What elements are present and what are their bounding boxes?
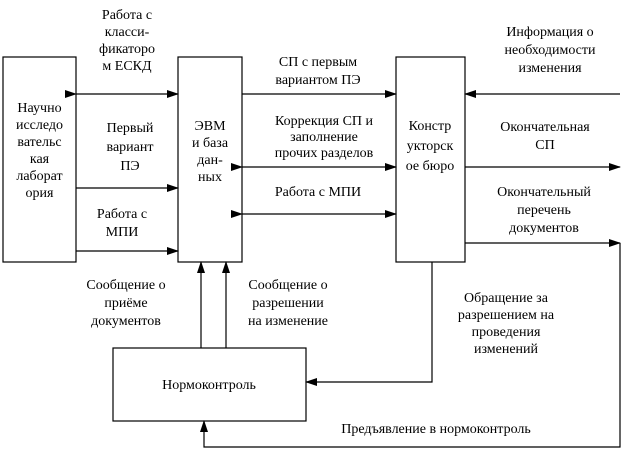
text-line: ое бюро: [406, 159, 454, 174]
text-line: вариант: [107, 140, 154, 155]
text-line: проведения: [472, 325, 541, 340]
text-line: разрешением на: [458, 308, 555, 323]
text-line: Обращение за: [464, 291, 549, 306]
text-line: лаборат: [16, 169, 62, 184]
text-line: Научно: [17, 101, 61, 116]
edge-label-evm-kb-mpi: Работа с МПИ: [275, 185, 361, 200]
node-kb-box: [395, 56, 466, 263]
text-line: прочих разделов: [275, 146, 374, 161]
node-lab-label: Научно исследо вательс кая лаборат ория: [16, 101, 63, 201]
text-line: документов: [91, 314, 161, 329]
text-line: Нормоконтроль: [162, 378, 256, 393]
text-line: Окончательный: [497, 185, 591, 200]
edge-label-evm-kb-sp-first: СП с первым вариантом ПЭ: [275, 55, 360, 88]
text-line: изменений: [474, 342, 539, 357]
node-kb-label: Констр укторск ое бюро: [406, 119, 454, 174]
text-line: Работа с: [102, 8, 152, 23]
text-line: приёме: [104, 296, 147, 311]
text-line: Предъявление в нормоконтроль: [341, 422, 531, 437]
text-line: на изменение: [248, 314, 328, 329]
edge-label-kb-nk-request: Обращение за разрешением на проведения изме…: [458, 291, 555, 357]
text-line: м ЕСКД: [102, 59, 152, 74]
text-line: вариантом ПЭ: [275, 73, 360, 88]
text-line: ных: [198, 170, 222, 185]
text-line: вательс: [17, 135, 61, 150]
text-line: исследо: [16, 118, 63, 133]
edge-label-lab-evm-mpi: Работа с МПИ: [97, 207, 147, 240]
node-nk-box: [112, 347, 307, 422]
text-line: ПЭ: [120, 159, 139, 174]
text-line: дан-: [197, 153, 223, 168]
text-line: Сообщение о: [86, 278, 165, 293]
edge-label-kb-out-final-list: Окончательный перечень документов: [497, 185, 591, 236]
text-line: заполнение: [290, 130, 358, 145]
node-lab-box: [2, 56, 77, 263]
edge-label-in-nk-submission: Предъявление в нормоконтроль: [341, 422, 531, 437]
text-line: необходимости: [504, 43, 596, 58]
edge-label-in-kb-info: Информация о необходимости изменения: [504, 25, 596, 76]
text-line: Сообщение о: [248, 278, 327, 293]
text-line: Информация о: [506, 25, 593, 40]
text-line: перечень: [517, 203, 571, 218]
node-evm-label: ЭВМ и база дан-ных: [192, 119, 229, 185]
text-line: фикаторо: [99, 42, 155, 57]
edge-label-nk-evm-permission: Сообщение о разрешении на изменение: [248, 278, 328, 329]
text-line: Работа с МПИ: [275, 185, 361, 200]
text-line: кая: [30, 152, 50, 167]
text-line: изменения: [518, 61, 582, 76]
text-line: укторск: [407, 139, 454, 154]
text-line: Работа с: [97, 207, 147, 222]
text-line: Констр: [409, 119, 452, 134]
text-line: ЭВМ: [194, 119, 226, 134]
text-line: ория: [26, 186, 54, 201]
text-line: Окончательная: [500, 120, 590, 135]
text-line: МПИ: [106, 225, 139, 240]
text-line: Первый: [107, 121, 154, 136]
text-line: Коррекция СП и: [275, 114, 374, 129]
edge-label-nk-evm-receipt: Сообщение о приёме документов: [86, 278, 165, 329]
text-line: СП с первым: [279, 55, 357, 70]
text-line: СП: [535, 138, 554, 153]
text-line: разрешении: [252, 296, 324, 311]
edge-label-lab-evm-classifier: Работа с класси-фикаторо м ЕСКД: [99, 8, 155, 74]
text-line: документов: [509, 221, 579, 236]
text-line: и база: [192, 136, 229, 151]
edge-in-nk-submission-arrow: [200, 243, 621, 448]
text-line: класси-: [105, 25, 150, 40]
node-evm-box: [177, 56, 243, 263]
node-nk-label: Нормоконтроль: [162, 378, 256, 393]
edge-kb-nk-request-arrow: [305, 262, 433, 386]
